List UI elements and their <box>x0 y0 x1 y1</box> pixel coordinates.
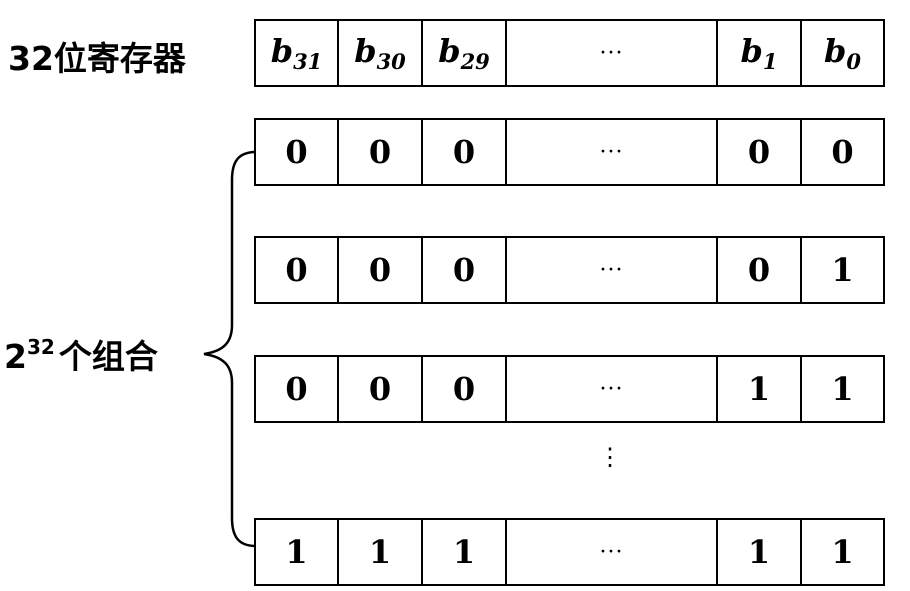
bit-cell: 1 <box>831 370 854 408</box>
bit-cell: 1 <box>718 357 802 421</box>
bit-cell: 0 <box>718 238 802 302</box>
bit-cell-ellipsis: ··· <box>507 238 718 302</box>
combination-row-2: 0 0 0 ··· 0 1 <box>254 236 885 304</box>
bit-header-29: b29 <box>423 21 507 85</box>
combination-row-1: 0 0 0 ··· 0 0 <box>254 118 885 186</box>
bit-cell-ellipsis: ··· <box>507 357 718 421</box>
register-label: 32位寄存器 <box>8 39 186 78</box>
bit-cell: 0 <box>339 238 423 302</box>
bit-cell: 1 <box>339 520 423 584</box>
bit-cell: 0 <box>256 357 339 421</box>
bit-header-1: b1 <box>718 21 802 85</box>
bit-cell: 0 <box>718 120 802 184</box>
bit-cell: 0 <box>423 357 507 421</box>
bit-cell-ellipsis: ··· <box>507 520 718 584</box>
bit-cell: 1 <box>831 251 854 289</box>
bit-cell: 0 <box>339 357 423 421</box>
bit-header-ellipsis: ··· <box>507 21 718 85</box>
bit-cell: 0 <box>256 120 339 184</box>
bit-cell: 0 <box>831 133 854 171</box>
bit-cell: 0 <box>339 120 423 184</box>
register-header-row: b31 b30 b29 ··· b1 b0 <box>254 19 885 87</box>
bit-cell: 1 <box>423 520 507 584</box>
bit-header-0: b0 <box>824 32 861 74</box>
combination-row-3: 0 0 0 ··· 1 1 <box>254 355 885 423</box>
bit-header-30: b30 <box>339 21 423 85</box>
bit-cell-ellipsis: ··· <box>507 120 718 184</box>
bit-cell: 1 <box>718 520 802 584</box>
combination-row-last: 1 1 1 ··· 1 1 <box>254 518 885 586</box>
bit-cell: 1 <box>256 520 339 584</box>
bit-cell: 0 <box>256 238 339 302</box>
bit-cell: 1 <box>831 533 854 571</box>
bit-cell: 0 <box>423 238 507 302</box>
bit-cell: 0 <box>423 120 507 184</box>
bit-header-31: b31 <box>256 21 339 85</box>
